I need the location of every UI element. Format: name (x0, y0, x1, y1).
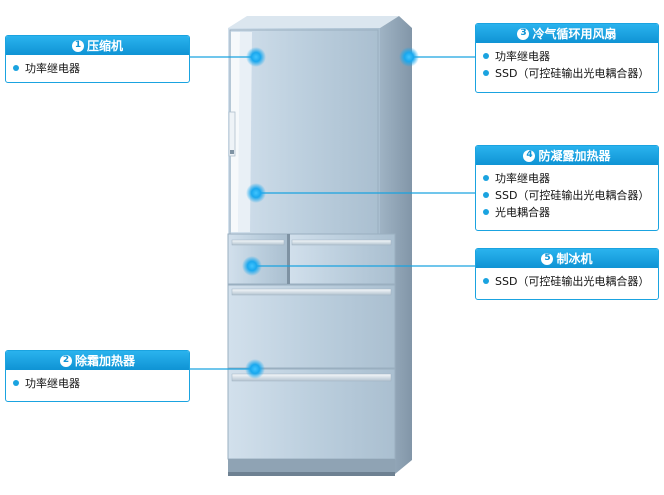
component-item: SSD（可控硅输出光电耦合器） (483, 186, 652, 203)
callout-title: 防凝露加热器 (538, 149, 611, 163)
callout-anti-condensation-heater-header: 4 防凝露加热器 (476, 146, 658, 165)
hotspot-compressor[interactable] (246, 47, 266, 67)
callout-ice-maker: 5 制冰机 SSD（可控硅输出光电耦合器） (475, 248, 659, 300)
number-badge: 1 (71, 39, 84, 52)
hotspot-defrost-heater[interactable] (245, 359, 265, 379)
component-item: SSD（可控硅输出光电耦合器） (483, 64, 652, 81)
component-item: 功率继电器 (13, 374, 183, 391)
bullet-icon (483, 208, 489, 215)
number-badge: 3 (517, 27, 530, 40)
callout-title: 冷气循环用风扇 (532, 27, 617, 41)
callout-fan: 3 冷气循环用风扇 功率继电器 SSD（可控硅输出光电耦合器） (475, 23, 659, 93)
callout-defrost-heater-header: 2 除霜加热器 (6, 351, 189, 370)
bullet-icon (483, 69, 489, 76)
callout-title: 制冰机 (556, 252, 593, 266)
callout-compressor-header: 1 压缩机 (6, 36, 189, 55)
number-badge: 2 (59, 354, 72, 367)
hotspot-anti-condensation-heater[interactable] (246, 183, 266, 203)
number-badge: 4 (523, 149, 536, 162)
callout-fan-header: 3 冷气循环用风扇 (476, 24, 658, 43)
bullet-icon (483, 52, 489, 59)
bullet-icon (13, 379, 19, 386)
callout-title: 除霜加热器 (74, 354, 135, 368)
bullet-icon (483, 174, 489, 181)
component-item: SSD（可控硅输出光电耦合器） (483, 272, 652, 289)
bullet-icon (483, 191, 489, 198)
leader-lines (190, 56, 475, 370)
callout-ice-maker-header: 5 制冰机 (476, 249, 658, 268)
callout-compressor: 1 压缩机 功率继电器 (5, 35, 190, 83)
bullet-icon (13, 64, 19, 71)
component-item: 功率继电器 (13, 59, 183, 76)
hotspot-ice-maker[interactable] (242, 256, 262, 276)
callout-anti-condensation-heater: 4 防凝露加热器 功率继电器 SSD（可控硅输出光电耦合器） 光电耦合器 (475, 145, 659, 231)
callout-title: 压缩机 (86, 39, 123, 53)
bullet-icon (483, 277, 489, 284)
component-item: 功率继电器 (483, 47, 652, 64)
component-item: 功率继电器 (483, 169, 652, 186)
refrigerator-body (227, 16, 412, 476)
hotspot-fan[interactable] (399, 47, 419, 67)
callout-defrost-heater: 2 除霜加热器 功率继电器 (5, 350, 190, 402)
component-item: 光电耦合器 (483, 203, 652, 220)
number-badge: 5 (541, 252, 554, 265)
